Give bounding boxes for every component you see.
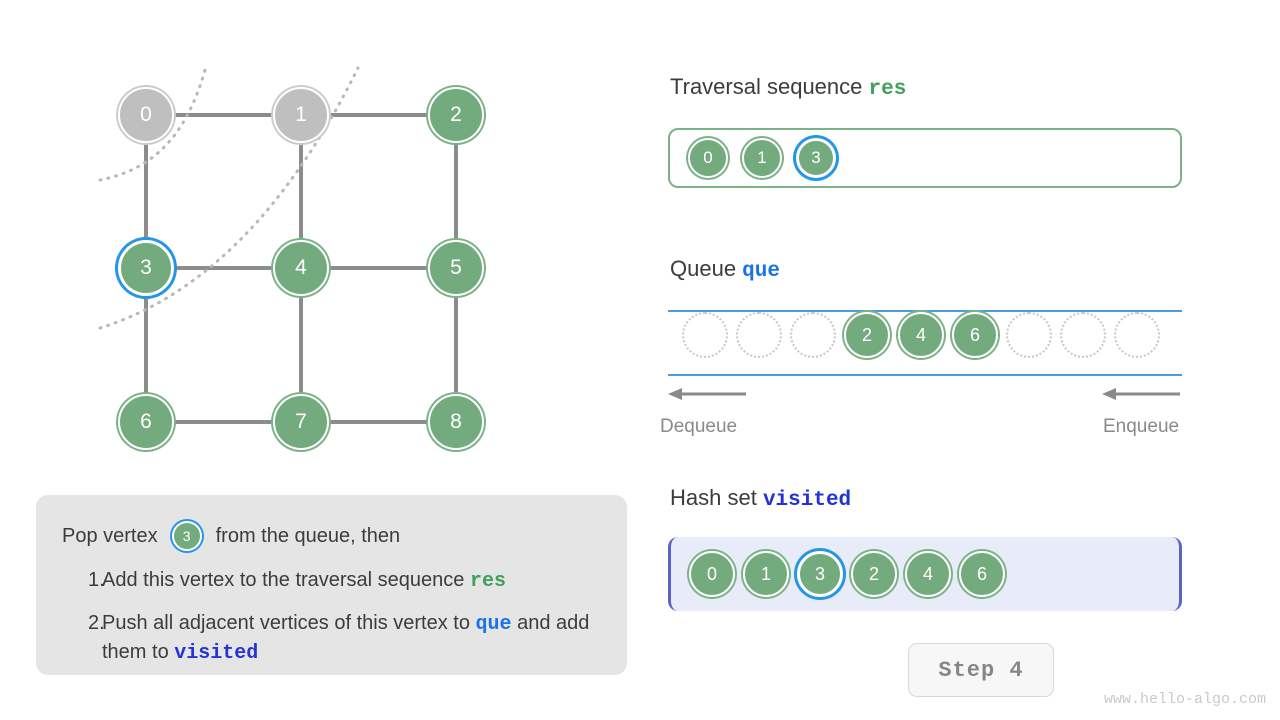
description-box: Pop vertex 3 from the queue, then 1. Add… <box>36 495 627 675</box>
queue-title-code: que <box>742 260 780 283</box>
res-title-text: Traversal sequence <box>670 74 869 99</box>
graph-node-7[interactable]: 7 <box>273 394 329 450</box>
desc-text-mid: and add them to <box>102 611 590 663</box>
from-queue-text: from the queue, then <box>215 524 401 547</box>
visited-item: 1 <box>743 551 789 597</box>
frontier-curve-2 <box>98 66 360 330</box>
res-title-code: res <box>868 78 907 101</box>
frontier-curve-1 <box>98 68 207 182</box>
description-item: 2. Push all adjacent vertices of this ve… <box>62 610 601 668</box>
queue-slot-empty <box>790 312 836 358</box>
res-item: 3 <box>796 138 836 178</box>
queue-slot-filled: 2 <box>844 312 890 358</box>
description-item-text: Add this vertex to the traversal sequenc… <box>102 567 601 596</box>
queue-slot-empty <box>1114 312 1160 358</box>
graph-node-5[interactable]: 5 <box>428 240 484 296</box>
graph-panel: 0 1 2 3 4 5 6 7 8 <box>0 0 640 500</box>
queue-bottom-line <box>668 374 1182 376</box>
code-que: que <box>475 612 512 636</box>
desc-text-before: Add this vertex to the traversal sequenc… <box>102 569 470 591</box>
graph-node-3[interactable]: 3 <box>118 240 174 296</box>
queue-slot-filled: 4 <box>898 312 944 358</box>
enqueue-label: Enqueue <box>1103 416 1180 437</box>
queue-slot-empty <box>1006 312 1052 358</box>
visited-title-code: visited <box>762 489 852 512</box>
res-item: 1 <box>742 138 782 178</box>
enqueue-arrow-icon <box>1102 386 1182 407</box>
pop-vertex-text: Pop vertex <box>62 524 158 547</box>
queue-title-text: Queue <box>670 256 743 281</box>
visited-item: 3 <box>797 551 843 597</box>
queue-slot-filled: 6 <box>952 312 998 358</box>
watermark: www.hello-algo.com <box>1103 691 1266 708</box>
queue-slot-empty <box>736 312 782 358</box>
step-button[interactable]: Step 4 <box>908 643 1054 697</box>
code-visited: visited <box>174 641 259 665</box>
graph-node-6[interactable]: 6 <box>118 394 174 450</box>
queue-section-title: Queue que <box>670 256 780 283</box>
queue-top-line <box>668 310 1182 312</box>
description-line-1: Pop vertex 3 from the queue, then <box>62 519 601 553</box>
graph-node-2[interactable]: 2 <box>428 87 484 143</box>
description-item-text: Push all adjacent vertices of this verte… <box>102 610 601 668</box>
visited-item: 0 <box>689 551 735 597</box>
description-item: 1. Add this vertex to the traversal sequ… <box>62 567 601 596</box>
queue-slot-empty <box>1060 312 1106 358</box>
visited-item: 6 <box>959 551 1005 597</box>
description-item-number: 2. <box>88 611 105 634</box>
visited-title-text: Hash set <box>670 485 763 510</box>
code-res: res <box>469 570 506 593</box>
inline-vertex-badge: 3 <box>171 521 202 551</box>
dequeue-arrow-icon <box>668 386 748 407</box>
res-item: 0 <box>688 138 728 178</box>
visited-item: 2 <box>851 551 897 597</box>
desc-text-before: Push all adjacent vertices of this verte… <box>102 611 476 634</box>
graph-node-4[interactable]: 4 <box>273 240 329 296</box>
visited-item: 4 <box>905 551 951 597</box>
queue-slot-empty <box>682 312 728 358</box>
visited-section-title: Hash set visited <box>670 485 851 512</box>
graph-node-1[interactable]: 1 <box>273 87 329 143</box>
graph-node-8[interactable]: 8 <box>428 394 484 450</box>
description-item-number: 1. <box>88 569 105 591</box>
res-section-title: Traversal sequence res <box>670 74 906 101</box>
dequeue-label: Dequeue <box>660 416 738 437</box>
graph-node-0[interactable]: 0 <box>118 87 174 143</box>
